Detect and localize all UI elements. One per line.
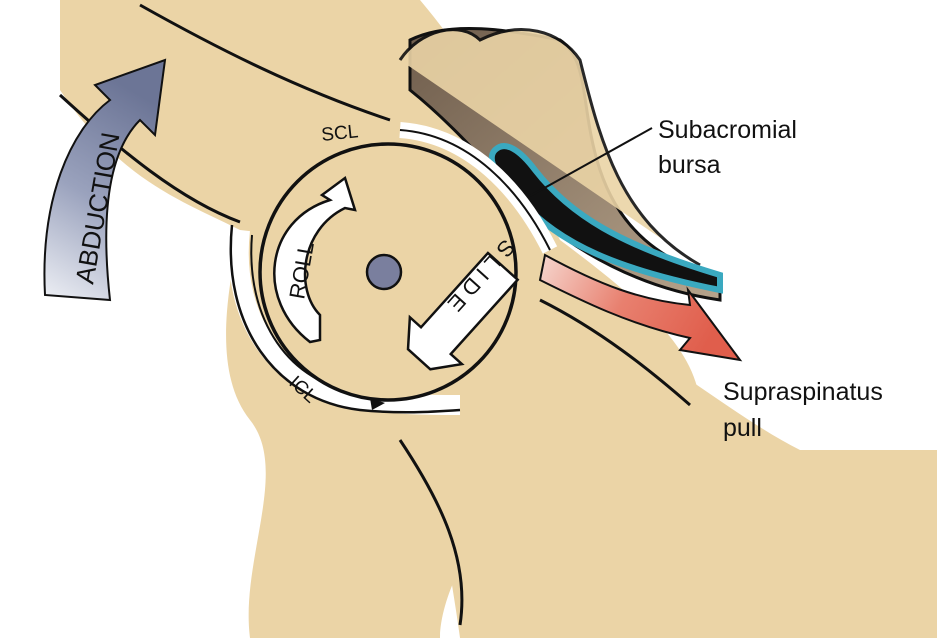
supraspinatus-pull-arrow xyxy=(538,253,743,362)
supraspinatus-label-line1: Supraspinatus xyxy=(723,378,883,406)
slide-arrow xyxy=(406,251,520,371)
subacromial-label-line1: Subacromial xyxy=(658,116,797,144)
abduction-arrow xyxy=(43,58,167,302)
supraspinatus-label-line2: pull xyxy=(723,414,762,442)
roll-arrow xyxy=(273,175,357,344)
glenoid-outline xyxy=(539,298,691,407)
rotation-axis-dot xyxy=(365,253,403,291)
icl-arrowhead-icon xyxy=(370,398,385,410)
arm-upper-outline xyxy=(139,3,391,122)
inferior-capsule xyxy=(228,228,461,415)
scapula xyxy=(446,294,937,638)
acromion-top xyxy=(398,28,701,267)
bursa-leader-line xyxy=(529,127,653,197)
superior-capsule-line xyxy=(399,129,551,251)
arm-lower-outline xyxy=(58,93,241,224)
inferior-capsule-outer xyxy=(229,224,461,414)
scl-label: SCL xyxy=(320,121,359,146)
subacromial-label-line2: bursa xyxy=(658,151,721,179)
scapula-outline xyxy=(398,439,464,626)
